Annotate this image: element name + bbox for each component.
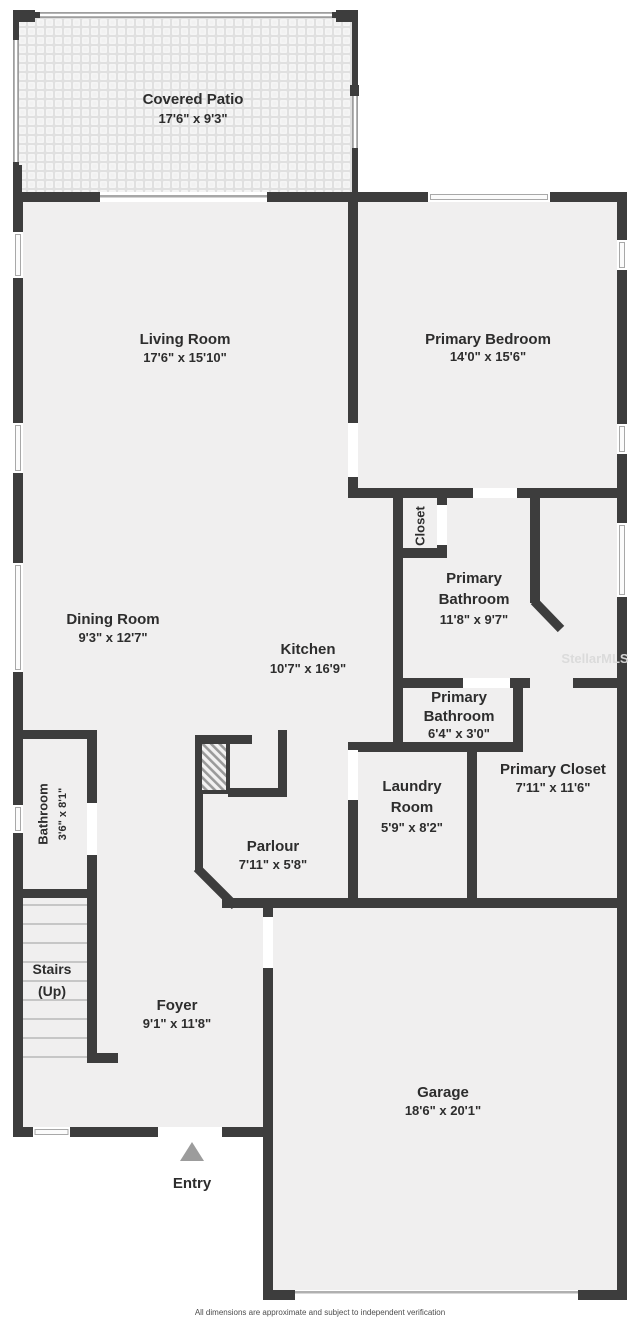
- room-dims-garage: 18'6" x 20'1": [405, 1103, 481, 1118]
- room-label-garage: Garage: [417, 1084, 469, 1101]
- wall-foyer-bottom: [13, 1127, 273, 1137]
- window-bedroom-right-1: [619, 242, 625, 268]
- wall-parlour-left: [195, 735, 203, 872]
- window-bedroom-top: [430, 194, 548, 200]
- window-bedroom-right-2: [619, 426, 625, 452]
- floor-areas: [16, 14, 622, 1295]
- room-dims-kitchen: 10'7" x 16'9": [270, 661, 346, 676]
- door-laundry: [348, 750, 358, 800]
- room-dims-covered-patio: 17'6" x 9'3": [158, 111, 227, 126]
- patio-windows: [13, 12, 358, 162]
- stairs-treads: [23, 904, 87, 1058]
- wall-smallbath-right: [513, 688, 523, 752]
- window-bathroom: [15, 807, 21, 831]
- room-dims-living-room: 17'6" x 15'10": [143, 350, 227, 365]
- patio-floor: [16, 14, 356, 198]
- room-label-dining-room: Dining Room: [66, 611, 159, 628]
- wall-laundry-right: [467, 742, 477, 908]
- wall-laundry-top: [348, 742, 523, 752]
- wall-parlour-right: [278, 730, 287, 797]
- wall-garage-top: [222, 898, 627, 908]
- wall-right: [617, 192, 627, 1300]
- entry-label: Entry: [173, 1175, 212, 1192]
- door-entry-opening: [158, 1127, 222, 1137]
- room-dims-parlour: 7'11" x 5'8": [239, 857, 307, 872]
- garage-floor: [268, 903, 622, 1295]
- wall-stairs-bottom: [87, 1053, 118, 1063]
- wall-bath-left: [393, 493, 403, 752]
- room-label-stairs-b: (Up): [38, 983, 66, 999]
- room-label-primary-bathroom-1a: Primary: [446, 570, 503, 587]
- wall-laundry-left: [348, 742, 358, 908]
- room-label-primary-closet: Primary Closet: [500, 761, 606, 778]
- door-closet: [437, 505, 447, 545]
- wall-top: [13, 192, 627, 202]
- door-bedroom: [473, 488, 517, 498]
- room-label-covered-patio: Covered Patio: [143, 91, 244, 108]
- window-vestibule: [619, 525, 625, 595]
- room-label-parlour: Parlour: [247, 838, 300, 855]
- door-living-bedroom: [348, 423, 358, 477]
- main-floor: [18, 197, 622, 903]
- room-label-laundry-b: Room: [391, 799, 434, 816]
- wall-parlour-top: [195, 735, 252, 744]
- wall-parlour-diagonal: [193, 864, 239, 910]
- room-dims-primary-bathroom-2: 6'4" x 3'0": [428, 726, 490, 741]
- fireplace-hatch: [198, 740, 230, 794]
- room-label-foyer: Foyer: [157, 997, 198, 1014]
- window-foyer: [34, 1129, 69, 1135]
- window-living-1: [15, 234, 21, 276]
- window-symbols: [13, 192, 627, 1300]
- window-living-2: [15, 425, 21, 471]
- wall-closet-bottom: [393, 548, 447, 558]
- room-dims-foyer: 9'1" x 11'8": [143, 1016, 211, 1031]
- room-label-living-room: Living Room: [140, 331, 231, 348]
- room-label-primary-bathroom-1b: Bathroom: [439, 591, 510, 608]
- room-label-stairs-a: Stairs: [33, 961, 72, 977]
- room-dims-laundry: 5'9" x 8'2": [381, 820, 443, 835]
- wall-parlour-nook: [228, 788, 287, 797]
- wall-smallbath-top: [393, 678, 530, 688]
- wall-bathroom-stairs: [22, 889, 97, 898]
- room-labels: Covered Patio 17'6" x 9'3" Living Room 1…: [33, 91, 606, 1192]
- room-label-primary-bathroom-2b: Bathroom: [424, 708, 495, 725]
- room-label-primary-bedroom: Primary Bedroom: [425, 331, 551, 348]
- room-dims-primary-bedroom: 14'0" x 15'6": [450, 349, 526, 364]
- window-dining: [15, 565, 21, 670]
- garage-door: [295, 1291, 578, 1294]
- room-label-primary-bathroom-2a: Primary: [431, 689, 488, 706]
- room-label-kitchen: Kitchen: [280, 641, 335, 658]
- disclaimer-text: All dimensions are approximate and subje…: [195, 1308, 445, 1317]
- room-label-laundry-a: Laundry: [382, 778, 442, 795]
- foyer-floor: [18, 898, 268, 1132]
- wall-vestibule-closet: [573, 678, 627, 688]
- room-dims-primary-bathroom-1: 11'8" x 9'7": [440, 612, 508, 627]
- room-label-bathroom: Bathroom: [35, 783, 50, 844]
- door-openings: [87, 423, 517, 1137]
- sliding-door: [100, 195, 267, 198]
- room-label-closet: Closet: [412, 505, 427, 545]
- door-garage: [263, 917, 273, 968]
- door-smallbath: [463, 678, 510, 688]
- entry-triangle-icon: [180, 1142, 204, 1161]
- wall-garage-left: [263, 898, 273, 1300]
- room-dims-bathroom: 3'6" x 8'1": [57, 788, 69, 840]
- room-dims-dining-room: 9'3" x 12'7": [78, 630, 147, 645]
- wall-vestibule: [530, 497, 540, 603]
- room-dims-primary-closet: 7'11" x 11'6": [516, 780, 591, 795]
- wall-stairs-right: [87, 897, 97, 1053]
- bathroom-diagonal-door: [530, 597, 565, 633]
- watermark: StellarMLS: [561, 651, 629, 666]
- wall-dining-bottom: [13, 730, 97, 739]
- wall-living-bedroom: [348, 202, 358, 498]
- door-bathroom: [87, 803, 97, 855]
